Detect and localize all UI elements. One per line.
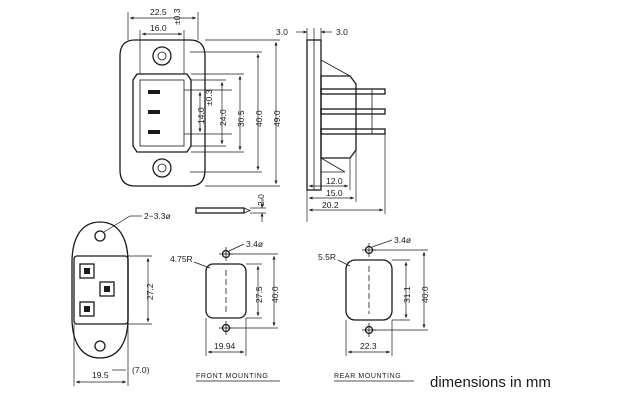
front-mounting-view: 4.75R 3.4ø 27.5 40.0 19.94 FRONT MOUNTIN…: [170, 239, 280, 382]
top-pin-3: [148, 130, 160, 134]
top-view: 22.5 16.0 ±0.3 14.0 ±0.3 24.0 30.5 40.0 …: [119, 7, 282, 187]
dim-15-0: 15.0: [326, 188, 343, 198]
front-radius: 4.75R: [170, 254, 193, 264]
rear-dim-31-1: 31.1: [402, 286, 412, 303]
rear-cutout-outline: [345, 259, 393, 321]
tol-14: ±0.3: [204, 89, 214, 106]
top-pin-2: [148, 110, 160, 114]
dim-20-2: 20.2: [322, 200, 339, 210]
front-dim-19-94: 19.94: [214, 341, 236, 351]
dim-16-0: 16.0: [150, 23, 167, 33]
dim-30-5: 30.5: [236, 110, 246, 127]
top-mount-hole-upper: [152, 46, 172, 66]
dim-40-0: 40.0: [254, 110, 264, 127]
front-mount-hole-upper: [94, 230, 106, 242]
dim-7-0: (7.0): [132, 365, 150, 375]
top-mount-hole-lower: [152, 158, 172, 178]
dim-14-0: 14.0: [196, 107, 206, 124]
rear-mounting-view: 5.5R 3.4ø 31.1 40.0 22.3 REAR MOUNTING: [318, 235, 430, 382]
dim-pin-2-0: 2.0: [256, 194, 266, 206]
dim-49-0: 49.0: [272, 110, 282, 127]
side-pin-2: [320, 108, 386, 115]
front-inlet-body: [73, 255, 129, 325]
note-2-3-3: 2−3.3ø: [144, 211, 171, 221]
side-body: [320, 75, 357, 159]
top-pin-1: [148, 90, 160, 94]
front-view: 2−3.3ø 27.2 19.5 (7.0): [71, 211, 171, 386]
dim-27-2: 27.2: [145, 283, 155, 300]
rear-radius: 5.5R: [318, 252, 336, 262]
dim-3-0-right: 3.0: [336, 27, 348, 37]
side-pin-3: [320, 128, 386, 135]
front-dim-27-5: 27.5: [254, 286, 264, 303]
top-flange-outline: [119, 39, 206, 187]
front-hole: 3.4ø: [246, 239, 263, 249]
front-mount-hole-lower: [94, 340, 106, 352]
rear-dim-40-0: 40.0: [420, 286, 430, 303]
units-note: dimensions in mm: [430, 374, 551, 391]
dim-12-0: 12.0: [326, 176, 343, 186]
front-mounting-caption: FRONT MOUNTING: [196, 373, 268, 380]
rear-hole: 3.4ø: [394, 235, 411, 245]
rear-mounting-caption: REAR MOUNTING: [334, 373, 401, 380]
front-cutout-outline: [205, 263, 247, 319]
dim-19-5: 19.5: [92, 370, 109, 380]
front-dim-40-0: 40.0: [270, 286, 280, 303]
dim-22-5: 22.5: [150, 7, 167, 17]
tol-top: ±0.3: [172, 8, 182, 25]
pin-detail-shape: [195, 207, 245, 214]
top-inlet-body: [132, 73, 192, 153]
side-view: 3.0 3.0 12.0 15.0 20.2: [276, 27, 386, 222]
dim-24-0: 24.0: [218, 109, 228, 126]
pin-detail: 2.0: [195, 194, 266, 222]
side-pin-1: [320, 88, 386, 95]
dim-3-0-left: 3.0: [276, 27, 288, 37]
rear-dim-22-3: 22.3: [360, 341, 377, 351]
front-flange-outline: [71, 221, 129, 359]
